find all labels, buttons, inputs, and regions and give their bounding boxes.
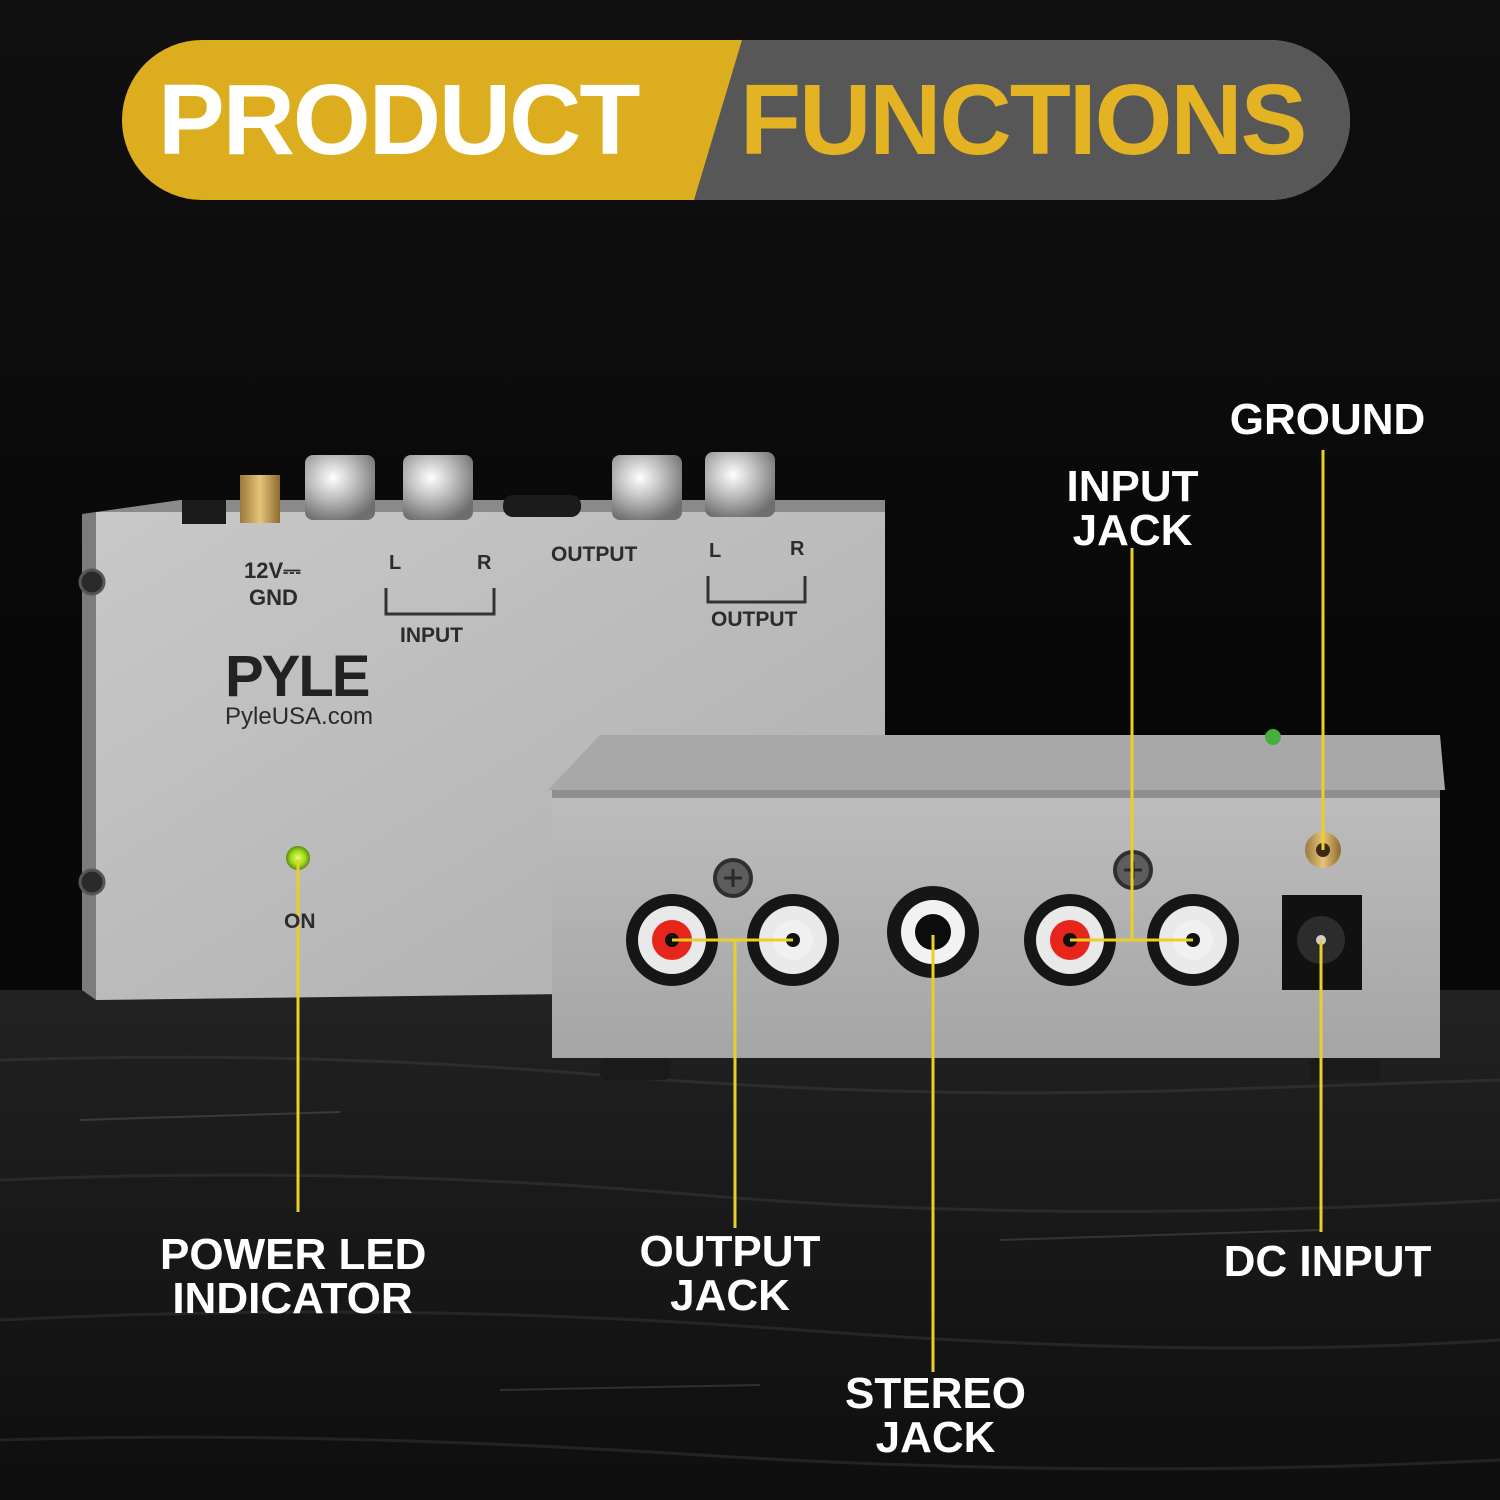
label-output-l: L: [709, 540, 722, 562]
callout-output-jack: OUTPUT JACK: [630, 1230, 830, 1318]
callout-stereo-jack-line1: STEREO: [845, 1369, 1026, 1418]
power-led: [286, 846, 310, 870]
callout-input-jack-line1: INPUT: [1066, 462, 1199, 511]
callout-input-jack: INPUT JACK: [1050, 465, 1215, 553]
label-output-r: R: [790, 538, 805, 560]
label-input: INPUT: [400, 624, 463, 647]
callout-dc-input: DC INPUT: [1215, 1240, 1440, 1284]
callout-input-jack-line2: JACK: [1072, 506, 1193, 555]
callout-power-led-line1: POWER LED: [160, 1230, 427, 1279]
label-input-l: L: [389, 552, 402, 574]
front-device: [548, 729, 1445, 1080]
label-on: ON: [284, 910, 316, 933]
label-gnd: GND: [249, 585, 298, 610]
brand-website: PyleUSA.com: [225, 703, 374, 730]
floor-surface: [0, 990, 1500, 1500]
callout-stereo-jack: STEREO JACK: [838, 1372, 1033, 1460]
callout-ground-line1: GROUND: [1229, 395, 1426, 444]
callout-output-jack-line1: OUTPUT: [639, 1227, 821, 1276]
callout-dc-input-line1: DC INPUT: [1223, 1237, 1432, 1286]
callout-power-led: POWER LED INDICATOR: [160, 1230, 427, 1323]
callout-stereo-jack-line2: JACK: [875, 1413, 996, 1462]
label-output-mid: OUTPUT: [551, 543, 638, 566]
label-12v: 12V⎓: [244, 558, 301, 583]
callout-ground: GROUND: [1220, 398, 1435, 442]
leader-lines: [296, 450, 1325, 1372]
callout-output-jack-line2: JACK: [670, 1271, 790, 1320]
banner-gray-section: [694, 40, 1350, 200]
banner-title-product: PRODUCT: [158, 64, 640, 176]
brand-logo: PYLE: [225, 644, 370, 709]
title-banner: PRODUCT FUNCTIONS: [122, 40, 1350, 200]
banner-title-functions: FUNCTIONS: [740, 64, 1307, 176]
callout-power-led-line2: INDICATOR: [172, 1274, 413, 1323]
label-input-r: R: [477, 552, 492, 574]
label-output: OUTPUT: [711, 608, 798, 631]
